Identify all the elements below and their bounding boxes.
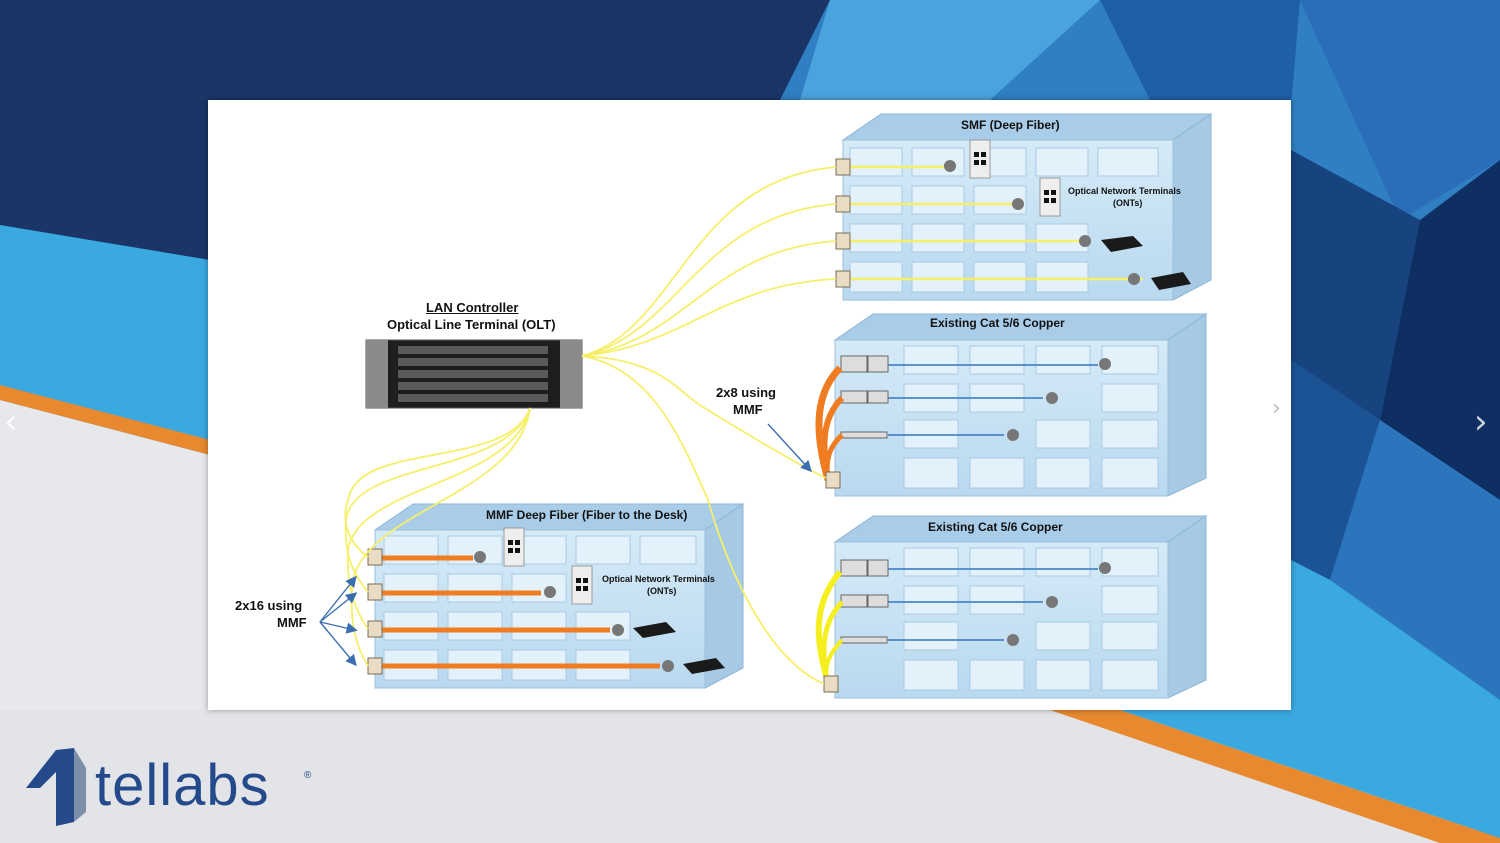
brand-name: tellabs <box>95 753 270 818</box>
building-smf-title: SMF (Deep Fiber) <box>961 118 1060 132</box>
olt-title-line-1: LAN Controller <box>426 300 519 315</box>
note-arrows <box>319 423 812 667</box>
building-mmf-title: MMF Deep Fiber (Fiber to the Desk) <box>486 508 688 522</box>
olt-device <box>365 339 583 409</box>
next-slide-button[interactable]: › <box>1474 405 1488 439</box>
tellabs-logo-icon <box>26 748 86 826</box>
chevron-left-icon: ‹ <box>4 402 18 442</box>
note-2x8-line-2: MMF <box>733 402 763 417</box>
note-2x16-line-2: MMF <box>277 615 307 630</box>
chevron-right-icon: › <box>1272 396 1281 421</box>
brand-registered-mark: ® <box>304 770 312 781</box>
olt-title-line-2: Optical Line Terminal (OLT) <box>387 317 556 332</box>
fiber-strands <box>344 166 837 685</box>
building-mmf <box>367 503 745 689</box>
ont-label-smf-line-1: Optical Network Terminals <box>1068 186 1181 196</box>
slide-canvas: LAN Controller Optical Line Terminal (OL… <box>208 100 1291 710</box>
prev-slide-button[interactable]: ‹ <box>4 405 18 439</box>
ont-label-mmf-line-2: (ONTs) <box>647 586 677 596</box>
building-copper-1-title: Existing Cat 5/6 Copper <box>930 316 1065 330</box>
note-2x16-line-1: 2x16 using <box>235 598 303 613</box>
building-smf <box>835 113 1213 301</box>
chevron-right-icon: › <box>1474 402 1488 442</box>
note-2x8-line-1: 2x8 using <box>716 385 776 400</box>
network-diagram <box>319 113 1213 699</box>
slide-next-arrow[interactable]: › <box>1272 392 1281 426</box>
building-copper-1 <box>815 313 1208 497</box>
ont-label-mmf-line-1: Optical Network Terminals <box>602 574 715 584</box>
ont-label-smf-line-2: (ONTs) <box>1113 198 1143 208</box>
building-copper-2 <box>815 515 1208 699</box>
building-copper-2-title: Existing Cat 5/6 Copper <box>928 520 1063 534</box>
